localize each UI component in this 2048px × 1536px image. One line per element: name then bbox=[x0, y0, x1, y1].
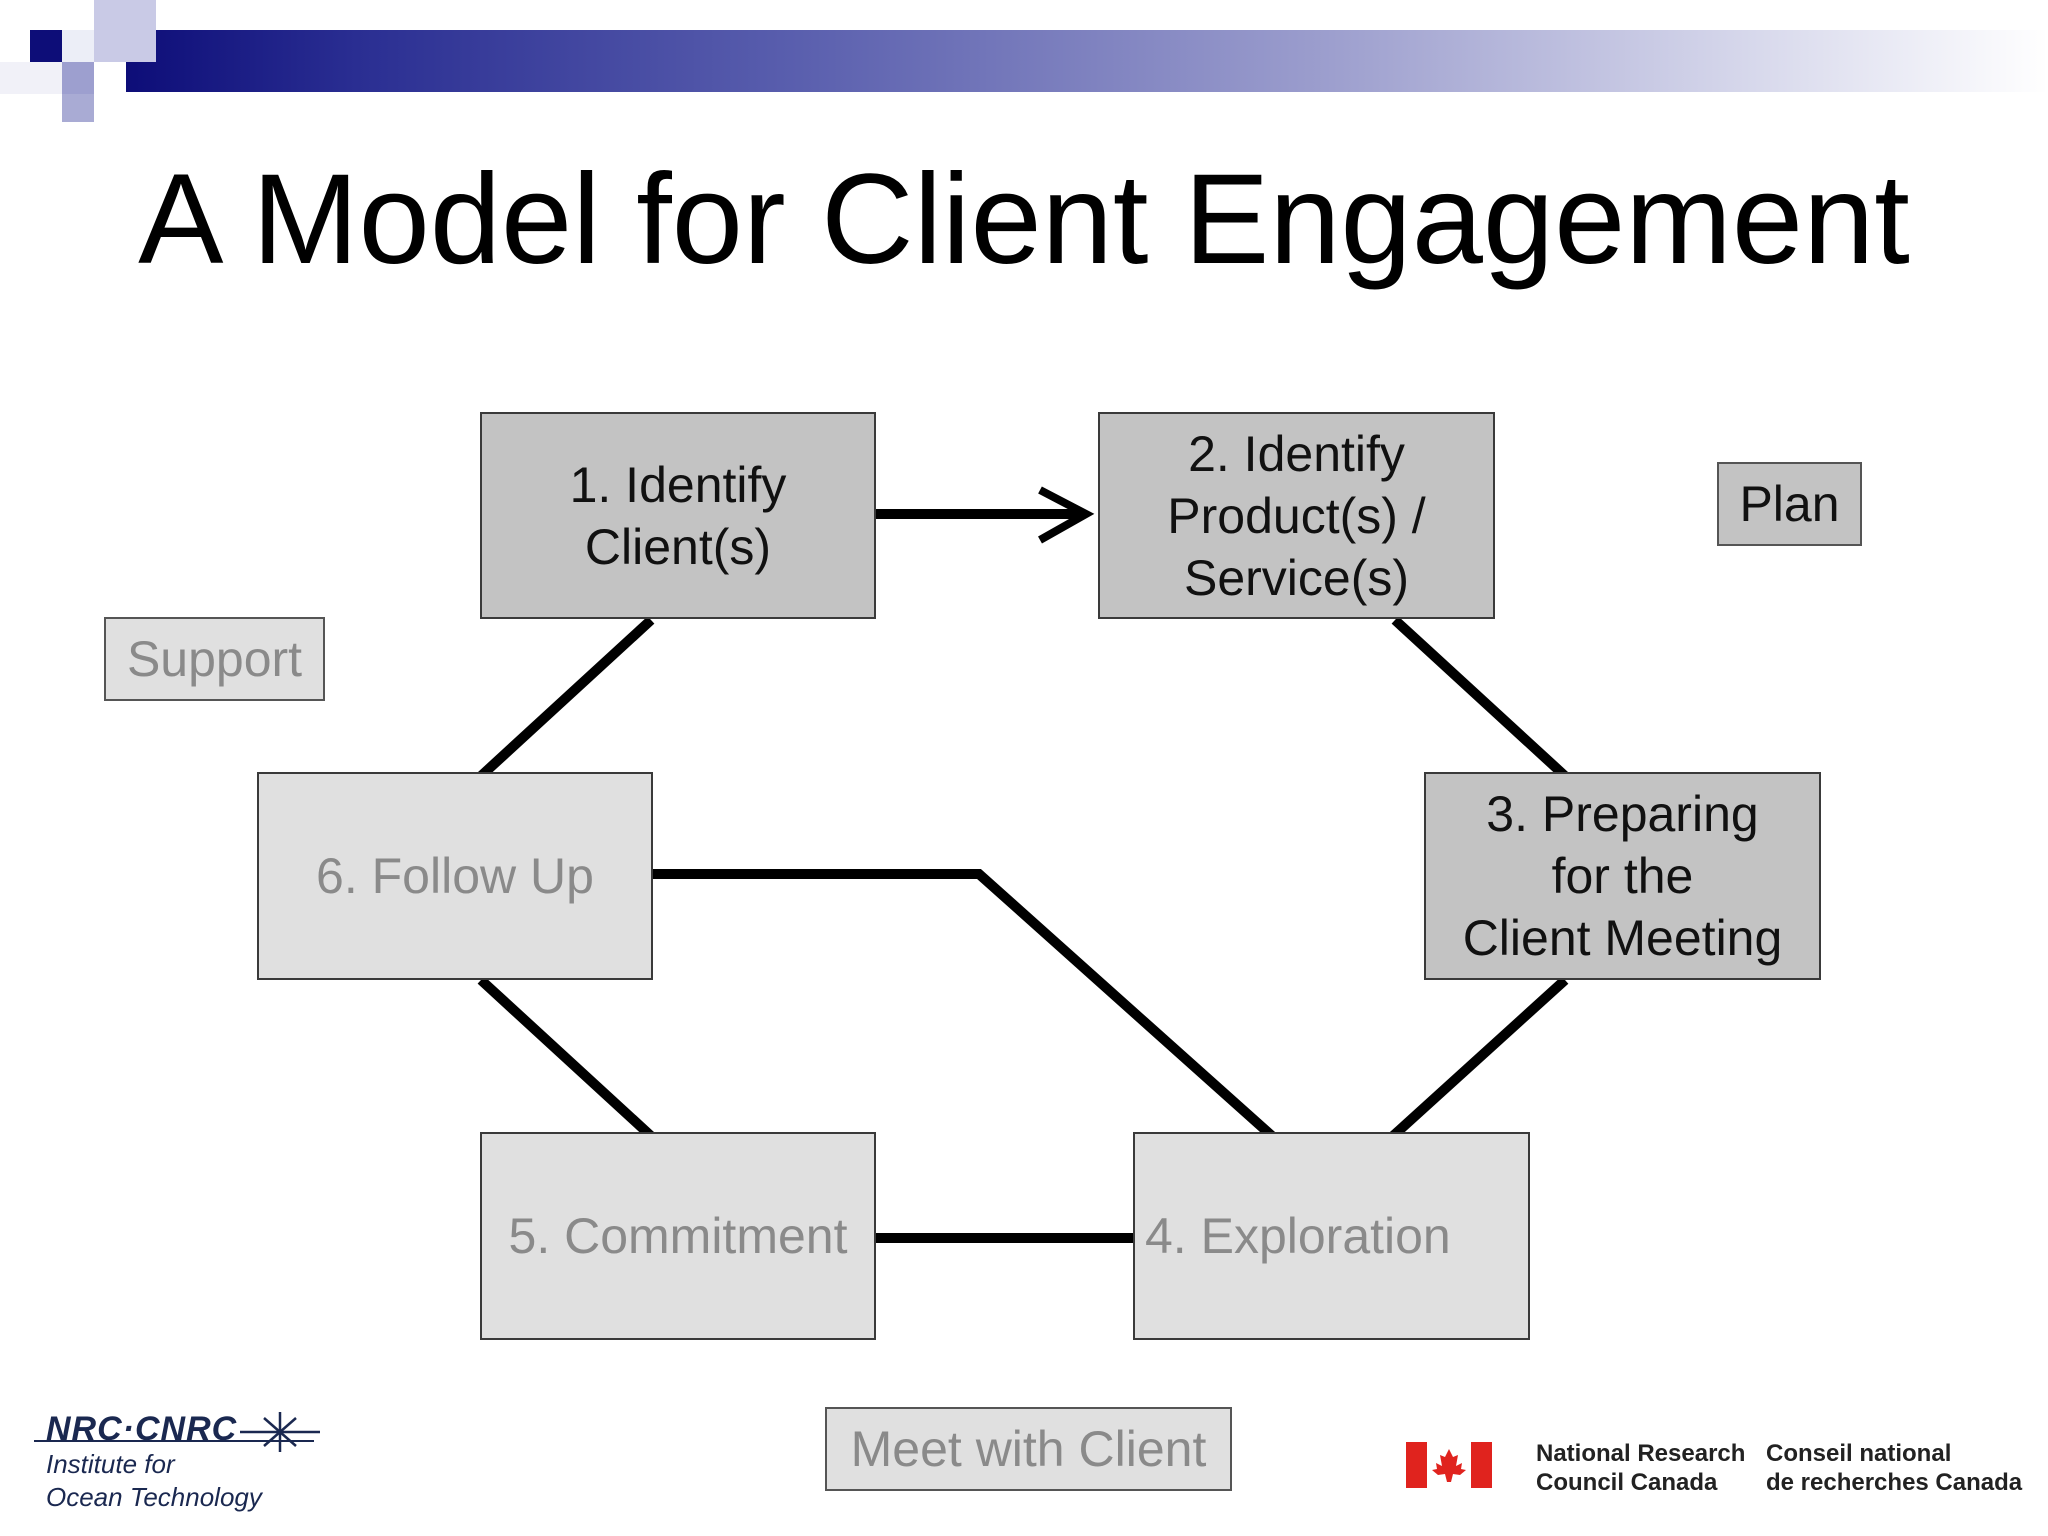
connector-2-to-3 bbox=[1391, 616, 1569, 780]
step-4-label: 4. Exploration bbox=[1145, 1208, 1451, 1264]
nrc-name-en: National Research Council Canada bbox=[1536, 1440, 1746, 1496]
phase-support-tag: Support bbox=[104, 617, 325, 701]
step-5-label: 5. Commitment bbox=[508, 1208, 848, 1264]
slide-title: A Model for Client Engagement bbox=[138, 148, 1910, 291]
step-2-box: 2. Identify Product(s) / Service(s) bbox=[1098, 412, 1495, 619]
connector-5-to-6 bbox=[477, 976, 655, 1140]
phase-meet-tag: Meet with Client bbox=[825, 1407, 1232, 1491]
step-2-label: 2. Identify Product(s) / Service(s) bbox=[1167, 425, 1426, 606]
connector-6-to-4 bbox=[652, 869, 1276, 1140]
step-5-box: 5. Commitment bbox=[480, 1132, 876, 1340]
logo-divider bbox=[34, 1440, 314, 1442]
nrc-name-fr: Conseil national de recherches Canada bbox=[1766, 1440, 2023, 1496]
step-3-box: 3. Preparing for the Client Meeting bbox=[1424, 772, 1821, 980]
step-1-box: 1. Identify Client(s) bbox=[480, 412, 876, 619]
step-4-box: 4. Exploration bbox=[1133, 1132, 1530, 1340]
arrowhead-icon bbox=[1038, 486, 1095, 544]
phase-plan-tag: Plan bbox=[1717, 462, 1862, 546]
institute-name: Institute for Ocean Technology bbox=[46, 1449, 262, 1512]
step-6-label: 6. Follow Up bbox=[316, 848, 594, 904]
header-band bbox=[126, 30, 2048, 92]
nrc-logo: NRC·CNRC bbox=[46, 1410, 238, 1448]
connector-6-to-1 bbox=[477, 616, 655, 780]
connector-3-to-4 bbox=[1389, 976, 1569, 1140]
step-3-label: 3. Preparing for the Client Meeting bbox=[1462, 786, 1783, 966]
step-1-label: 1. Identify Client(s) bbox=[569, 456, 787, 575]
step-6-box: 6. Follow Up bbox=[257, 772, 653, 980]
canada-flag-icon bbox=[1406, 1442, 1492, 1488]
